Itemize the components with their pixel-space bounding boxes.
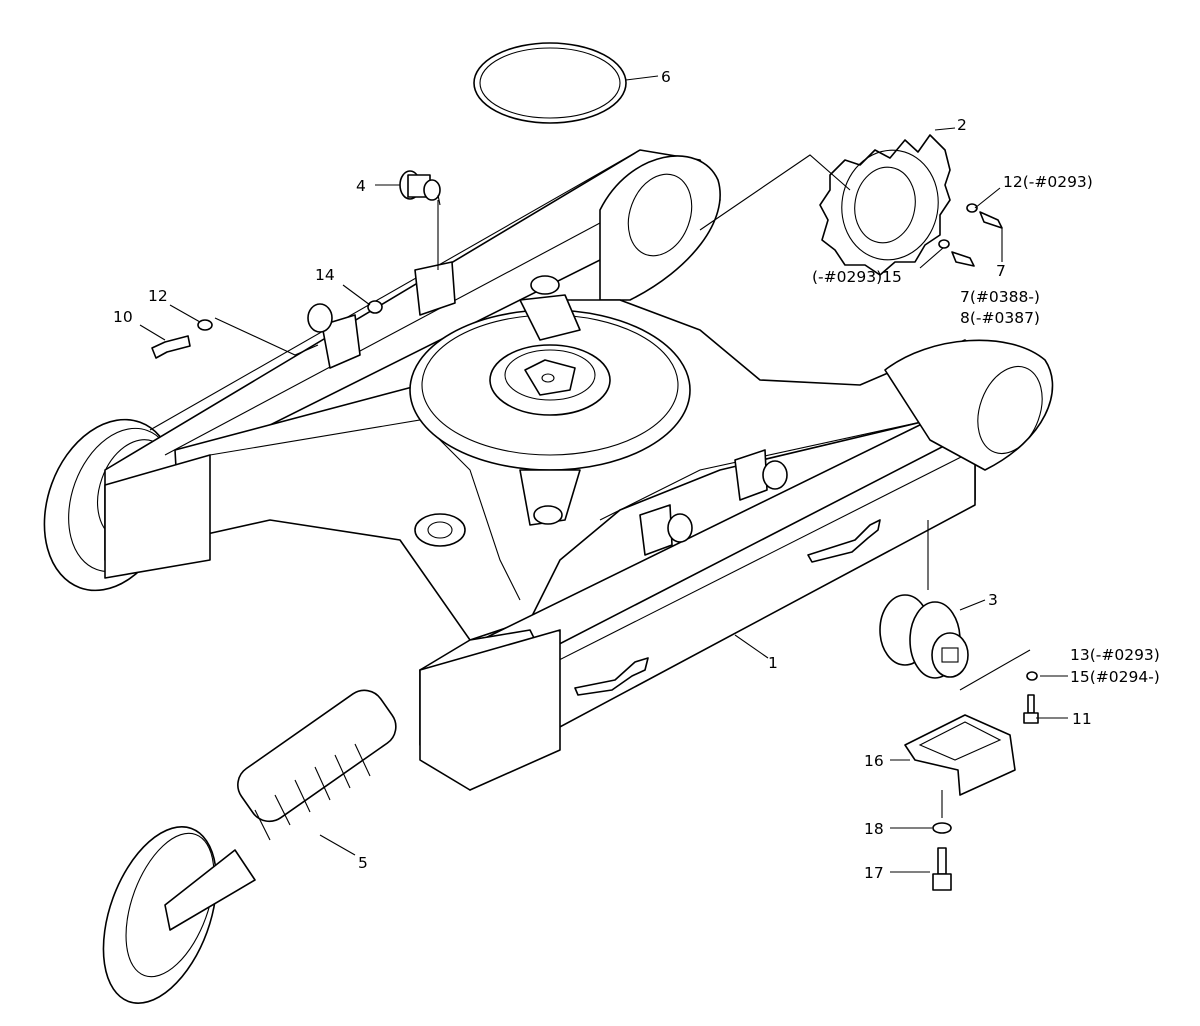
front-loop-right — [884, 339, 1054, 471]
label-part-3: 3 — [988, 591, 998, 609]
washer-part-12 — [197, 319, 213, 331]
top-roller-part-4 — [399, 170, 441, 270]
roller-mount-rear — [307, 261, 456, 369]
label-part-13-range: 13(-#0293) — [1070, 646, 1160, 664]
label-part-12-range: 12(-#0293) — [1003, 173, 1093, 191]
sprocket-part-2 — [819, 134, 951, 276]
label-part-15-range-b: 15(#0294-) — [1070, 668, 1160, 686]
track-frame-part-1 — [43, 149, 1054, 791]
bolt-part-17 — [932, 847, 952, 891]
bolt-part-11 — [1023, 694, 1039, 724]
label-part-15-range: (-#0293)15 — [812, 268, 902, 286]
nut-part-14 — [367, 300, 383, 314]
label-part-10: 10 — [113, 308, 133, 326]
label-part-16: 16 — [864, 752, 884, 770]
washer-part-13-15 — [1026, 671, 1038, 681]
washer-part-15-sprocket — [938, 239, 950, 249]
label-part-8-range: 8(-#0387) — [960, 309, 1040, 327]
washer-part-12-sprocket — [966, 203, 978, 213]
swing-bearing-ring — [409, 309, 691, 471]
label-part-1: 1 — [768, 654, 778, 672]
bolt-part-7-upper — [979, 211, 1003, 229]
guard-bracket-part-16 — [904, 714, 1016, 796]
label-part-6: 6 — [661, 68, 671, 86]
bolt-part-10 — [151, 335, 191, 359]
label-part-4: 4 — [356, 177, 366, 195]
rear-loop-right — [599, 155, 721, 301]
bolt-part-7-lower — [951, 251, 975, 267]
roller-mount-front-b — [734, 449, 788, 501]
part-labels: 6 2 12(-#0293) 4 7 (-#0293)15 7(#0388-) … — [113, 68, 1160, 882]
label-part-14: 14 — [315, 266, 335, 284]
idler-recoil-part-5 — [102, 689, 397, 1004]
label-part-12: 12 — [148, 287, 168, 305]
roller-mount-front-a — [639, 504, 693, 556]
o-ring-part-6 — [473, 42, 627, 124]
track-roller-part-3 — [879, 594, 969, 679]
leader-lines — [139, 75, 1068, 873]
label-part-7-range: 7(#0388-) — [960, 288, 1040, 306]
recoil-spring — [237, 689, 397, 841]
label-part-7: 7 — [996, 262, 1006, 280]
label-part-11: 11 — [1072, 710, 1092, 728]
label-part-18: 18 — [864, 820, 884, 838]
washer-part-18 — [932, 822, 952, 834]
label-part-2: 2 — [957, 116, 967, 134]
label-part-5: 5 — [358, 854, 368, 872]
label-part-17: 17 — [864, 864, 884, 882]
